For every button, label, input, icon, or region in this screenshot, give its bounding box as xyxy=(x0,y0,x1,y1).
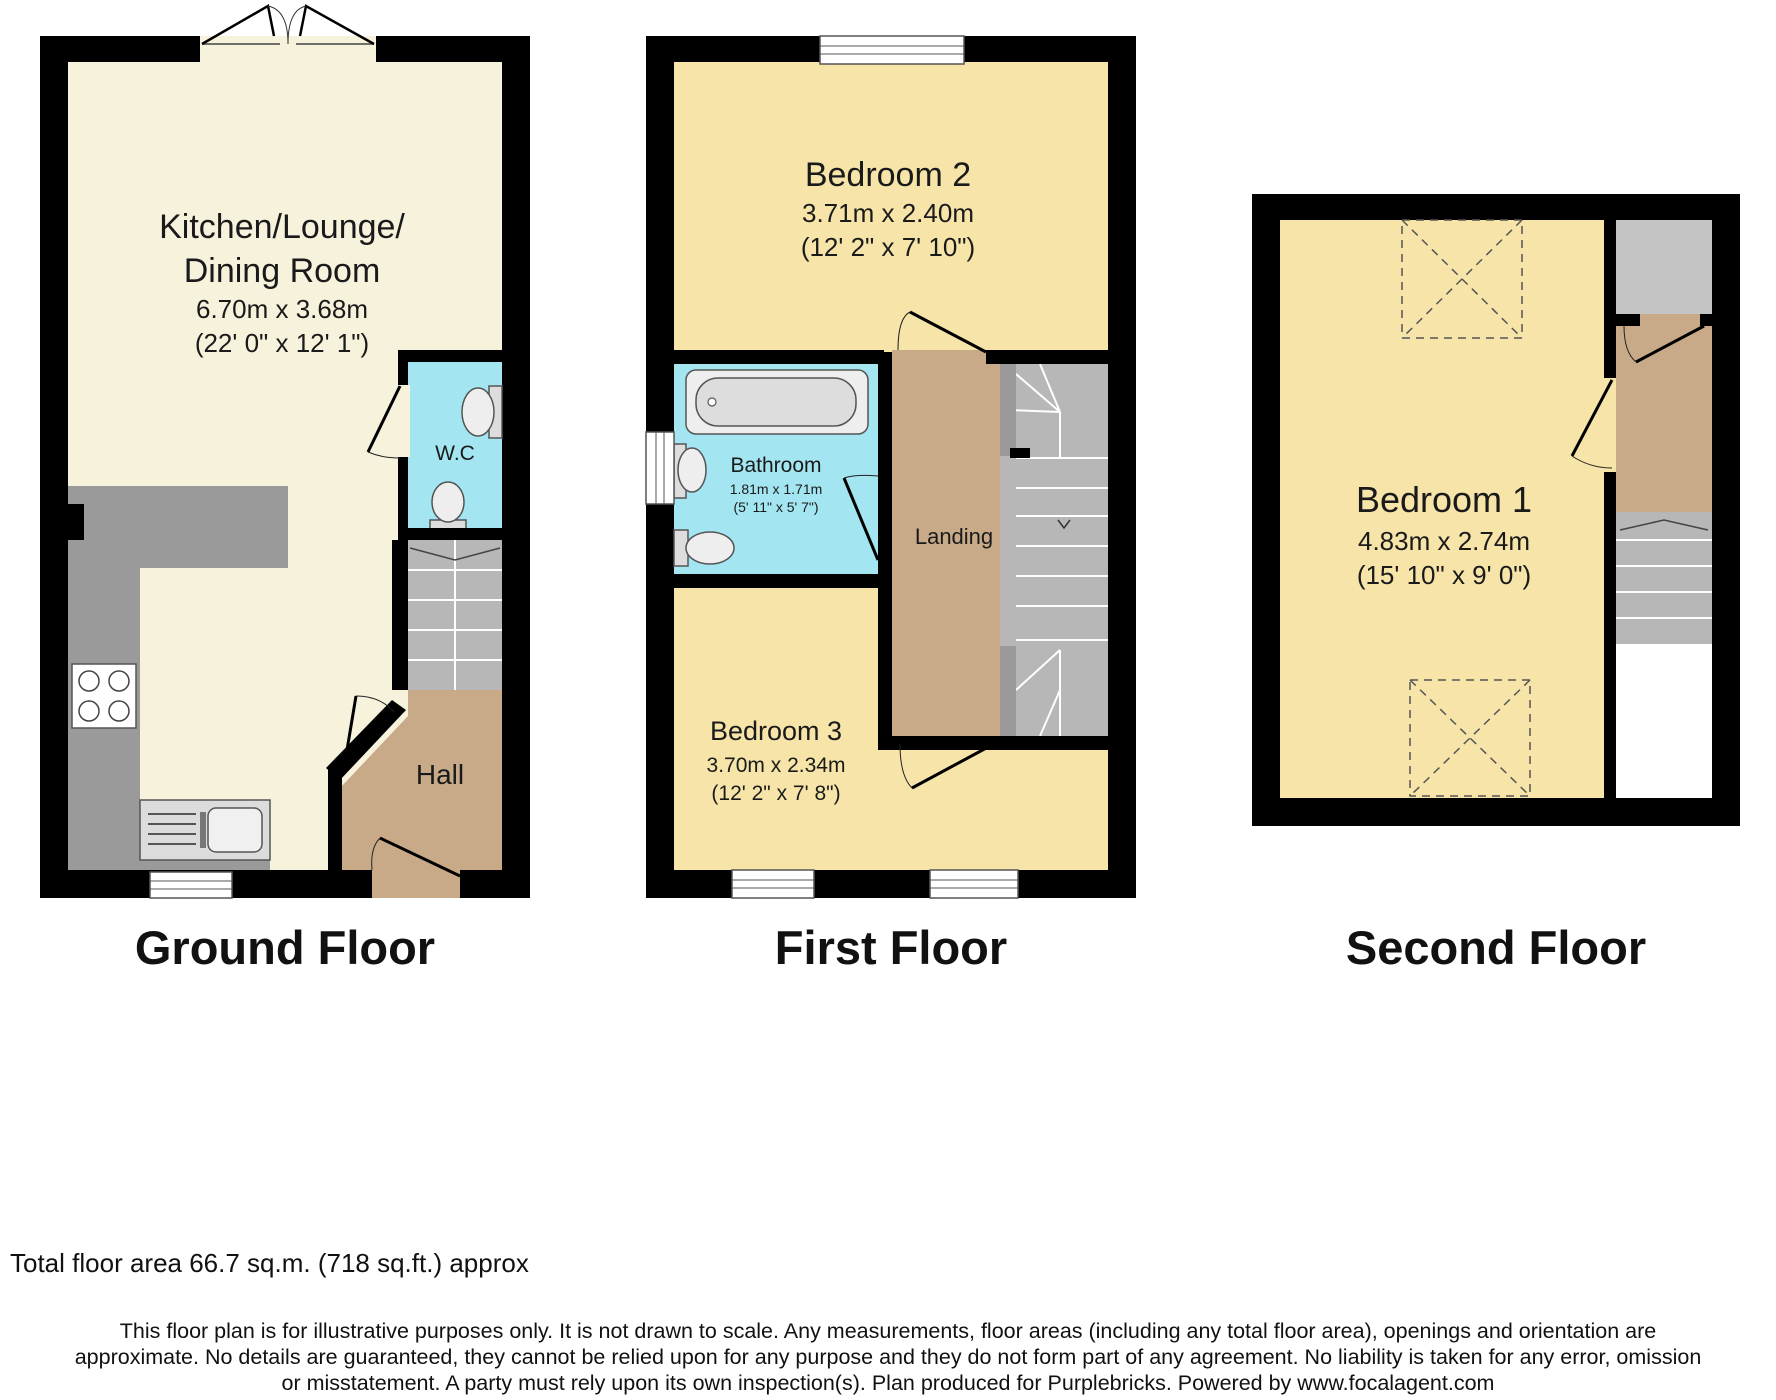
bathroom-metric-size: 1.81m x 1.71m xyxy=(730,481,823,497)
bedroom3-floor-extension xyxy=(878,750,1108,870)
stairwell-void xyxy=(1616,644,1712,798)
second-floor-stair-treads xyxy=(1616,539,1712,619)
bedroom3-window-right-icon xyxy=(929,869,1019,899)
hob-icon xyxy=(71,663,137,729)
bedroom2-metric-size: 3.71m x 2.40m xyxy=(802,198,974,228)
bedroom3-window-left-icon xyxy=(731,869,815,899)
skylight-upper-icon xyxy=(1401,219,1523,339)
kitchen-name-line1: Kitchen/Lounge/ xyxy=(159,208,405,246)
bedroom1-doorway xyxy=(1604,378,1616,472)
bedroom2-floor xyxy=(674,62,1108,352)
stair-lower-newel xyxy=(1000,646,1016,736)
kitchen-imperial-size: (22' 0" x 12' 1") xyxy=(195,328,369,358)
landing-name: Landing xyxy=(915,524,993,549)
wc-doorway xyxy=(398,385,410,457)
bedroom1-metric-size: 4.83m x 2.74m xyxy=(1358,526,1530,556)
bedroom2-name: Bedroom 2 xyxy=(805,156,971,194)
second-floor-landing xyxy=(1616,326,1712,512)
french-doors-icon xyxy=(201,4,375,46)
wc-door-icon xyxy=(366,385,402,459)
wc-name: W.C xyxy=(435,442,475,465)
bedroom3-imperial-size: (12' 2" x 7' 8") xyxy=(711,782,840,805)
wc-basin-icon xyxy=(461,385,503,439)
bedroom3-door-icon xyxy=(899,743,991,790)
bedroom2-door-icon xyxy=(897,310,987,354)
stair-arrow-icon xyxy=(409,547,501,561)
storage-cupboard xyxy=(1616,220,1712,326)
bedroom3-metric-size: 3.70m x 2.34m xyxy=(707,754,846,777)
bathroom-window-icon xyxy=(645,431,675,505)
front-door-opening xyxy=(372,870,460,898)
bathroom-toilet-icon xyxy=(673,529,735,567)
bathroom-door-icon xyxy=(842,474,880,561)
kitchen-wall-nib xyxy=(68,504,84,540)
first-floor-plan: Bedroom 2 3.71m x 2.40m (12' 2" x 7' 10"… xyxy=(645,35,1136,899)
disclaimer-line: or misstatement. A party must rely upon … xyxy=(281,1371,1495,1395)
kitchen-metric-size: 6.70m x 3.68m xyxy=(196,294,368,324)
bedroom1-floor xyxy=(1280,220,1604,798)
bedroom1-east-wall xyxy=(1604,220,1616,798)
kitchen-worktop xyxy=(68,486,288,870)
wc-toilet-icon xyxy=(429,481,467,531)
first-floor-stair-treads xyxy=(1007,363,1108,737)
hall-floor xyxy=(340,690,502,870)
bathroom-name: Bathroom xyxy=(730,454,821,477)
second-floor-stairs xyxy=(1616,512,1712,644)
bedroom2-imperial-size: (12' 2" x 7' 10") xyxy=(801,232,975,262)
landing-floor xyxy=(892,350,1000,738)
stair-side-wall xyxy=(392,540,408,690)
bedroom1-name: Bedroom 1 xyxy=(1356,479,1532,520)
second-floor-plan: Bedroom 1 4.83m x 2.74m (15' 10" x 9' 0"… xyxy=(1252,194,1740,826)
ground-front-window-icon xyxy=(149,871,233,899)
sink-icon xyxy=(139,799,271,861)
disclaimer-line: This floor plan is for illustrative purp… xyxy=(119,1319,1657,1343)
bathroom-north-wall xyxy=(674,350,884,364)
front-door-icon xyxy=(371,836,461,878)
bathroom-basin-icon xyxy=(673,443,707,499)
kitchen-name-line2: Dining Room xyxy=(184,252,381,290)
disclaimer-line: approximate. No details are guaranteed, … xyxy=(74,1345,1702,1369)
bathroom-south-wall xyxy=(674,574,892,588)
floor-plan-drawing: Kitchen/Lounge/ Dining Room 6.70m x 3.68… xyxy=(40,4,1740,899)
bedroom3-north-wall xyxy=(892,736,1108,750)
hall-inner-door-icon xyxy=(342,695,395,769)
bedroom3-east-wall xyxy=(878,588,892,738)
stair-north-wall xyxy=(986,350,1108,364)
hall-name: Hall xyxy=(416,759,464,790)
bath-icon xyxy=(685,369,869,435)
cupboard-door-icon xyxy=(1623,324,1705,364)
stair-direction-icon xyxy=(1057,519,1071,530)
bedroom3-floor-main xyxy=(674,588,878,870)
disclaimer: This floor plan is for illustrative purp… xyxy=(0,1318,1776,1396)
first-floor-label: First Floor xyxy=(774,921,1008,974)
stair-landing-wall xyxy=(1010,448,1030,458)
skylight-lower-icon xyxy=(1409,679,1531,797)
ground-floor-label: Ground Floor xyxy=(134,921,436,974)
first-floor-stairs xyxy=(1000,364,1108,736)
second-stair-arrow-icon xyxy=(1619,519,1709,531)
bedroom1-imperial-size: (15' 10" x 9' 0") xyxy=(1357,560,1531,590)
wc-hall-partition xyxy=(398,528,502,540)
ground-floor-plan: Kitchen/Lounge/ Dining Room 6.70m x 3.68… xyxy=(40,4,530,899)
hall-west-wall xyxy=(328,770,342,870)
total-floor-area: Total floor area 66.7 sq.m. (718 sq.ft.)… xyxy=(10,1248,529,1278)
ground-stair-treads xyxy=(408,540,502,690)
bathroom-imperial-size: (5' 11" x 5' 7") xyxy=(733,499,818,515)
cupboard-doorway xyxy=(1640,314,1700,326)
bedroom1-door-icon xyxy=(1570,379,1614,469)
second-floor-label: Second Floor xyxy=(1345,921,1647,974)
bedroom2-window-icon xyxy=(819,35,965,65)
stair-upper-newel xyxy=(1000,364,1016,456)
bedroom3-name: Bedroom 3 xyxy=(710,716,842,746)
bathroom-east-wall-upper xyxy=(878,364,892,474)
